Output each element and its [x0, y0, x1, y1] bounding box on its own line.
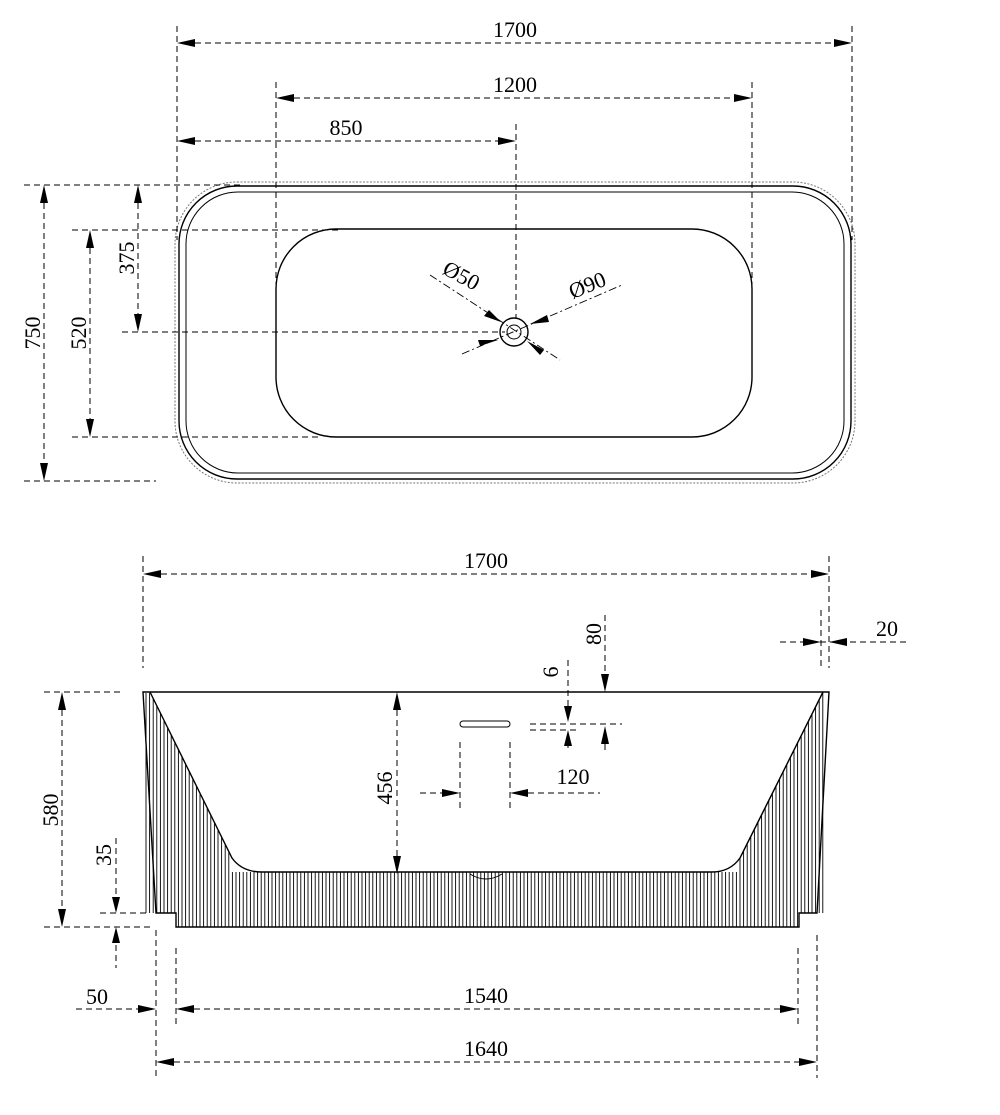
top-view: 1700 1200 850 750 520 [20, 17, 856, 484]
outer-ring-diameter-label: Ø90 [565, 266, 609, 303]
tub-outer-rim [178, 185, 852, 480]
drain-outer-ring [499, 317, 529, 347]
overflow-width-dimension: 120 [420, 764, 600, 797]
front-length-dimension: 1700 [143, 548, 829, 578]
base-recess-label: 35 [91, 844, 116, 866]
overall-height-dimension: 580 [38, 692, 66, 927]
rim-thickness-dimension: 20 [780, 616, 906, 646]
inner-width-label: 520 [66, 317, 91, 350]
front-view: 1700 20 80 6 [38, 548, 906, 1078]
inner-base-length-dimension: 1540 [176, 983, 798, 1013]
tub-basin-profile [149, 691, 824, 873]
base-length-dimension: 1640 [156, 1036, 817, 1066]
drain-offset-x-label: 850 [330, 115, 363, 140]
top-inner-length-label: 1200 [493, 72, 537, 97]
top-width-label: 750 [20, 317, 45, 350]
base-length-label: 1640 [464, 1036, 508, 1061]
drain-offset-y-label: 375 [114, 242, 139, 275]
tub-outer-rim-scallop [174, 181, 856, 484]
rim-thickness-label: 20 [876, 616, 898, 641]
drain-diameter-label: Ø50 [439, 255, 484, 295]
overflow-height-dimension: 6 [538, 660, 572, 748]
drain-offset-y-dimension: 375 [114, 185, 142, 332]
tub-side-profile [142, 691, 830, 928]
inner-width-dimension: 520 [66, 230, 94, 437]
tub-drain-dip [469, 873, 503, 880]
base-inset-dimension: 50 [76, 984, 156, 1013]
ribbed-side-panels [145, 693, 824, 927]
inner-depth-label: 456 [372, 772, 397, 805]
top-inner-length-dimension: 1200 [276, 72, 752, 102]
overflow-slot [459, 720, 511, 728]
base-recess-dimension: 35 [91, 838, 120, 968]
inner-depth-dimension: 456 [372, 692, 401, 874]
tub-inner-basin [275, 228, 753, 438]
overall-height-label: 580 [38, 794, 63, 827]
top-width-dimension: 750 [20, 185, 48, 481]
top-length-label: 1700 [493, 17, 537, 42]
overflow-width-label: 120 [557, 764, 590, 789]
drain-hole [506, 324, 522, 340]
drain: Ø50 Ø90 [429, 255, 623, 361]
overflow-offset-dimension: 80 [581, 615, 609, 752]
inner-base-length-label: 1540 [464, 983, 508, 1008]
front-length-label: 1700 [464, 548, 508, 573]
overflow-height-label: 6 [538, 667, 563, 678]
base-inset-label: 50 [86, 984, 108, 1009]
top-length-dimension: 1700 [177, 17, 852, 47]
overflow-offset-label: 80 [581, 623, 606, 645]
drain-offset-x-dimension: 850 [177, 115, 516, 145]
